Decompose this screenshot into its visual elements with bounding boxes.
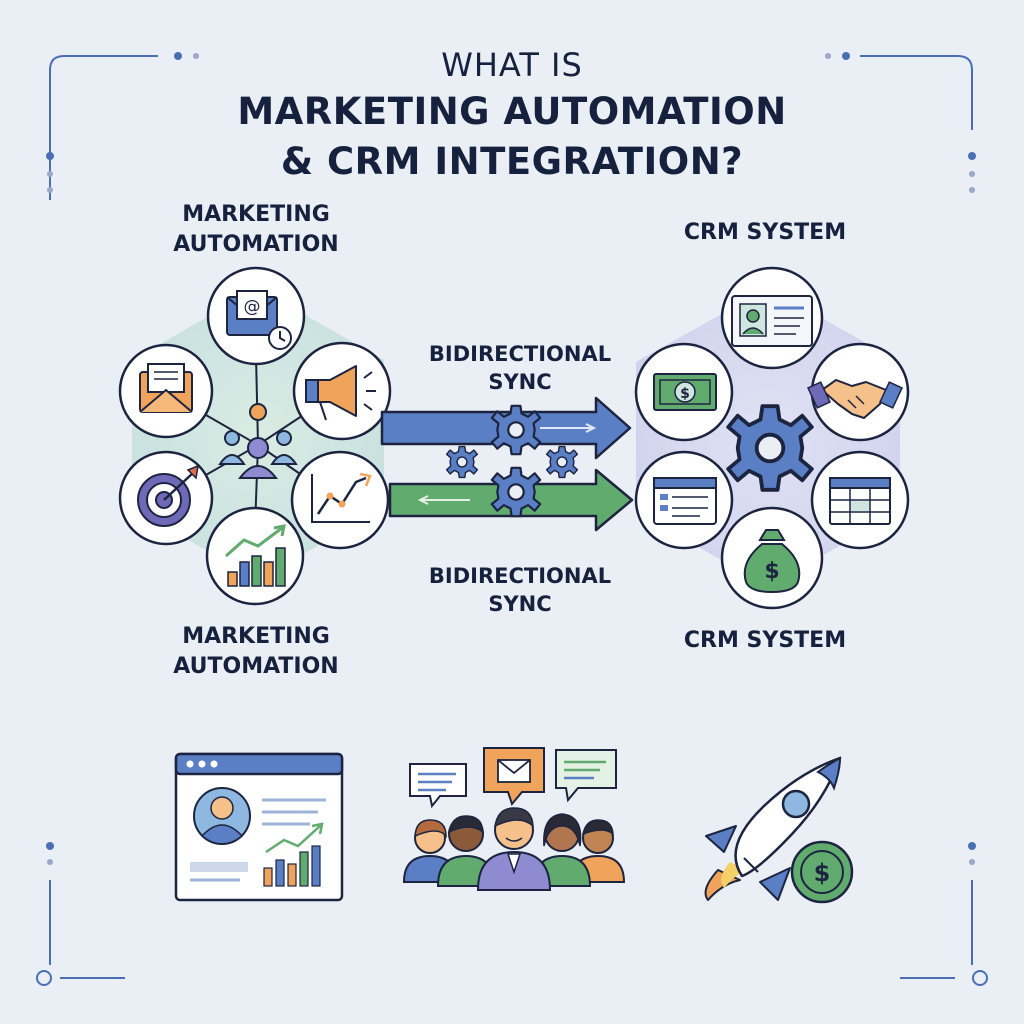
target-icon (118, 450, 214, 546)
marketing-automation-label-bottom: MARKETING AUTOMATION (116, 622, 396, 682)
label-line: BIDIRECTIONAL (428, 564, 612, 588)
crm-system-label-top: CRM SYSTEM (683, 220, 847, 245)
marketing-automation-label-top: MARKETING AUTOMATION (116, 200, 396, 260)
megaphone-icon (292, 341, 392, 441)
email-schedule-icon: @ (206, 266, 306, 366)
bidirectional-sync-label-bottom: BIDIRECTIONAL SYNC (380, 562, 660, 618)
label-line: BIDIRECTIONAL (428, 342, 612, 366)
money-bag-icon: $ (720, 506, 824, 610)
svg-text:$: $ (764, 559, 779, 584)
bar-chart-icon (205, 506, 305, 606)
title-line-3: & CRM INTEGRATION? (280, 140, 744, 183)
label-line: SYNC (488, 370, 552, 394)
spreadsheet-icon (810, 450, 910, 550)
title-line-2: MARKETING AUTOMATION (237, 90, 787, 133)
rocket-growth-icon: $ (704, 756, 854, 904)
handshake-icon (807, 342, 910, 442)
label-line: SYNC (488, 592, 552, 616)
crm-system-label-bottom: CRM SYSTEM (683, 628, 847, 653)
contact-card-icon (720, 266, 824, 370)
envelope-icon (118, 343, 214, 439)
team-communication-icon (402, 747, 626, 891)
bidirectional-sync-label-top: BIDIRECTIONAL SYNC (380, 340, 660, 396)
gear-icon (726, 404, 814, 492)
label-line: AUTOMATION (173, 232, 339, 257)
label-line: MARKETING (182, 624, 330, 649)
label-line: MARKETING (182, 202, 330, 227)
label-line: AUTOMATION (173, 654, 339, 679)
svg-text:$: $ (814, 859, 831, 887)
browser-form-icon (634, 450, 734, 550)
cash-icon: $ (634, 342, 734, 442)
growth-chart-icon (290, 450, 390, 550)
dashboard-profile-icon (174, 752, 344, 902)
decorative-frame (36, 55, 988, 986)
audience-icon (218, 403, 298, 479)
svg-text:$: $ (680, 386, 690, 402)
decorative-dots (46, 52, 976, 865)
title-line-1: WHAT IS (441, 46, 583, 84)
svg-text:@: @ (244, 297, 261, 317)
